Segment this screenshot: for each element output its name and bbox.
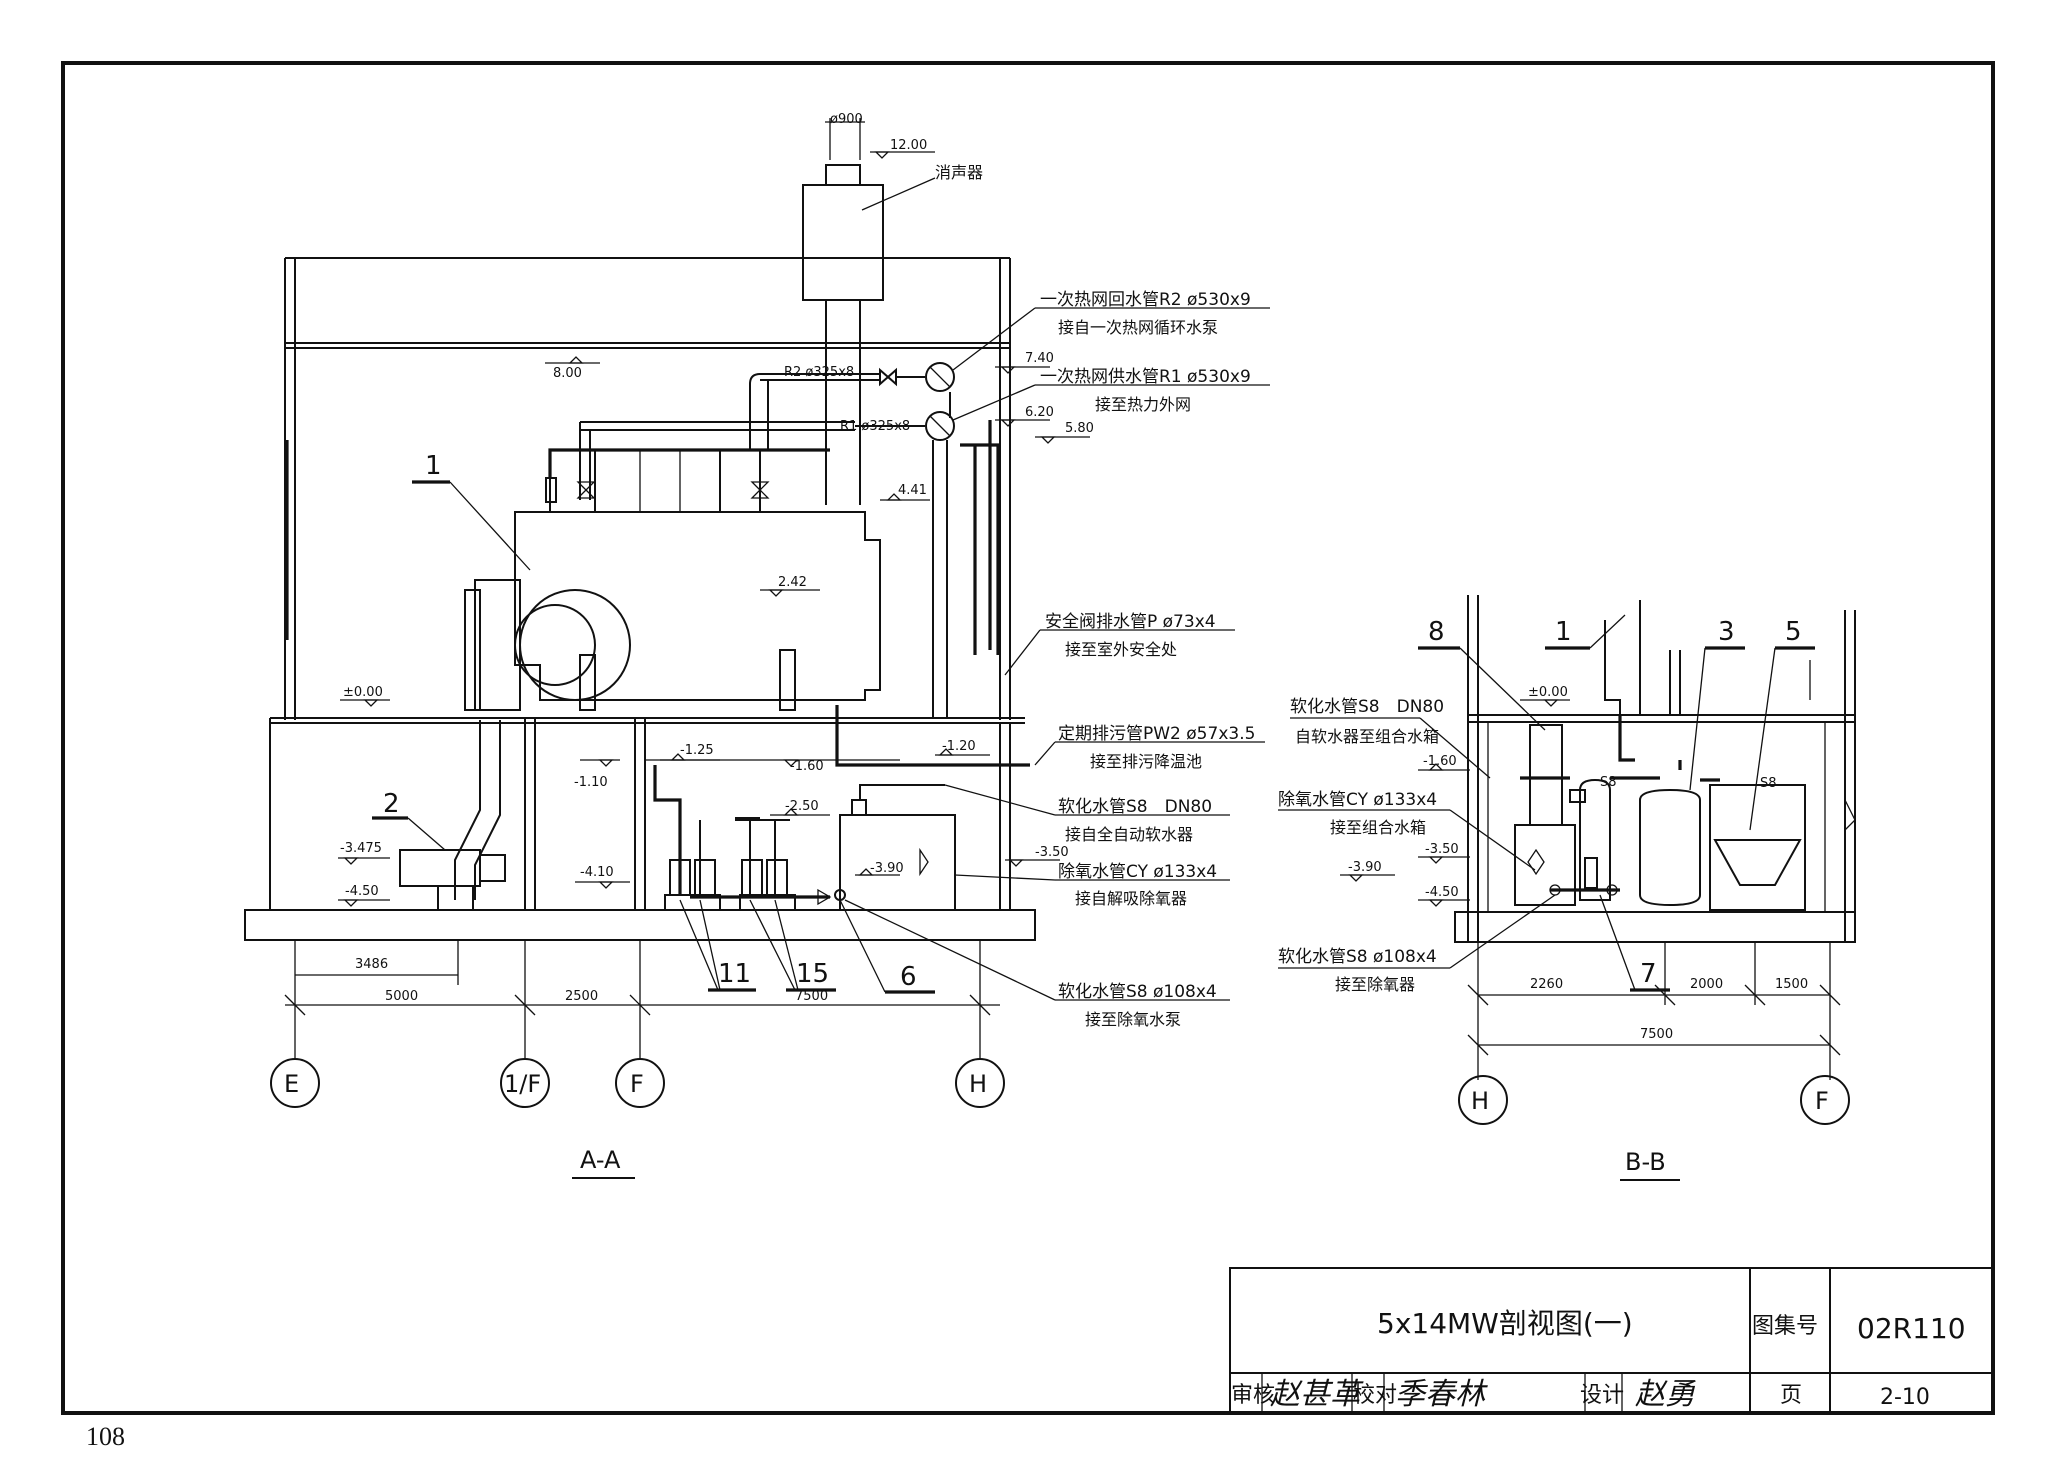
s8-label-2-aa: 接自全自动软水器 <box>1065 825 1193 844</box>
elev-620: 6.20 <box>1025 405 1054 420</box>
drawing-frame <box>61 61 1995 1415</box>
elev-m390-aa: -3.90 <box>870 861 904 876</box>
roof-elev: 8.00 <box>553 366 582 381</box>
section-bb-title: B-B <box>1625 1148 1666 1176</box>
review-label: 审核 <box>1231 1383 1275 1408</box>
section-aa-title: A-A <box>580 1146 621 1174</box>
s8-tag-bb: S8 <box>1600 775 1617 790</box>
elev-m350-aa: -3.50 <box>1035 845 1069 860</box>
s8b-label-2-bb: 接至除氧器 <box>1335 975 1415 994</box>
pw2-label-2: 接至排污降温池 <box>1090 752 1202 771</box>
callout-1-aa: 1 <box>425 451 442 481</box>
elev-242: 2.42 <box>778 575 807 590</box>
elev-m250: -2.50 <box>785 799 819 814</box>
dim-7500: 7500 <box>795 989 828 1004</box>
atlas-number: 02R110 <box>1857 1312 1966 1345</box>
drawing-title: 5x14MW剖视图(一) <box>1377 1307 1633 1340</box>
p-label-1: 安全阀排水管P ø73x4 <box>1045 612 1216 632</box>
s8-label-1-aa: 软化水管S8 DN80 <box>1058 797 1212 817</box>
elev-000: ±0.00 <box>343 685 383 700</box>
callout-15: 15 <box>796 959 829 989</box>
s8-label-2-bb: 自软水器至组合水箱 <box>1295 727 1439 746</box>
elev-m410: -4.10 <box>580 865 614 880</box>
page-label: 页 <box>1780 1383 1802 1408</box>
elev-m110: -1.10 <box>574 775 608 790</box>
r2-label-1: 一次热网回水管R2 ø530x9 <box>1040 290 1251 310</box>
section-aa: ø900 12.00 消声器 8.00 <box>244 112 1270 1179</box>
check-label: 校对 <box>1353 1383 1397 1408</box>
r1-label-1: 一次热网供水管R1 ø530x9 <box>1040 367 1251 387</box>
axis-h-bb: H <box>1471 1087 1489 1115</box>
elev-m125: -1.25 <box>680 743 714 758</box>
cy-label-1-aa: 除氧水管CY ø133x4 <box>1058 862 1217 882</box>
r2-label-2: 接自一次热网循环水泵 <box>1058 318 1218 337</box>
axis-f-aa: F <box>630 1070 644 1098</box>
callout-6: 6 <box>900 962 917 992</box>
elev-m160: -1.60 <box>790 759 824 774</box>
r1-label-2: 接至热力外网 <box>1095 395 1191 414</box>
elev-m3475: -3.475 <box>340 841 382 856</box>
elev-m450-aa: -4.50 <box>345 884 379 899</box>
axis-1f: 1/F <box>504 1070 541 1098</box>
s8b-label-1-bb: 软化水管S8 ø108x4 <box>1278 947 1437 967</box>
elev-m120: -1.20 <box>942 739 976 754</box>
title-block: 5x14MW剖视图(一) 图集号 02R110 审核 赵甚革 校对 季春林 设计… <box>1229 1267 1994 1414</box>
silencer-label: 消声器 <box>935 163 983 182</box>
s8-tag-bb-2: S8 <box>1760 776 1777 791</box>
cy-label-2-bb: 接至组合水箱 <box>1330 818 1426 837</box>
callout-5: 5 <box>1785 617 1802 647</box>
callout-7: 7 <box>1640 959 1657 989</box>
elev-580: 5.80 <box>1065 421 1094 436</box>
axis-h-aa: H <box>969 1070 987 1098</box>
elev-m390-bb: -3.90 <box>1348 860 1382 875</box>
elev-740: 7.40 <box>1025 351 1054 366</box>
elev-m450-bb: -4.50 <box>1425 885 1459 900</box>
axis-f-bb: F <box>1815 1087 1829 1115</box>
stack-top-elev: 12.00 <box>890 138 927 153</box>
design-signature: 赵勇 <box>1635 1377 1696 1412</box>
check-signature: 季春林 <box>1395 1377 1488 1412</box>
design-label: 设计 <box>1580 1383 1624 1408</box>
callout-1-bb: 1 <box>1555 617 1572 647</box>
s8b-label-1-aa: 软化水管S8 ø108x4 <box>1058 982 1217 1002</box>
page-number: 108 <box>86 1422 125 1451</box>
dim-2260: 2260 <box>1530 977 1563 992</box>
stack-diameter: ø900 <box>830 112 863 127</box>
callout-11: 11 <box>718 959 751 989</box>
section-bb: 8 1 3 5 ±0.00 S8 S8 <box>1278 595 1856 1181</box>
elev-m160-bb: -1.60 <box>1423 754 1457 769</box>
pw2-label-1: 定期排污管PW2 ø57x3.5 <box>1058 724 1255 744</box>
dim-7500-bb: 7500 <box>1640 1027 1673 1042</box>
dim-5000: 5000 <box>385 989 418 1004</box>
elev-m350-bb: -3.50 <box>1425 842 1459 857</box>
atlas-label: 图集号 <box>1752 1314 1818 1339</box>
s8-label-1-bb: 软化水管S8 DN80 <box>1290 697 1444 717</box>
callout-8: 8 <box>1428 617 1445 647</box>
cy-label-1-bb: 除氧水管CY ø133x4 <box>1278 790 1437 810</box>
r2-small-label: R2 ø325x8 <box>784 365 854 380</box>
dim-3486: 3486 <box>355 957 388 972</box>
review-signature: 赵甚革 <box>1270 1377 1364 1412</box>
dim-2500: 2500 <box>565 989 598 1004</box>
axis-e: E <box>284 1070 299 1098</box>
elev-441: 4.41 <box>898 483 927 498</box>
s8b-label-2-aa: 接至除氧水泵 <box>1085 1010 1181 1029</box>
p-label-2: 接至室外安全处 <box>1065 640 1177 659</box>
dim-2000: 2000 <box>1690 977 1723 992</box>
page-value: 2-10 <box>1880 1385 1930 1410</box>
callout-3: 3 <box>1718 617 1735 647</box>
elev-000-bb: ±0.00 <box>1528 685 1568 700</box>
cy-label-2-aa: 接自解吸除氧器 <box>1075 889 1187 908</box>
callout-2: 2 <box>383 789 400 819</box>
dim-1500: 1500 <box>1775 977 1808 992</box>
